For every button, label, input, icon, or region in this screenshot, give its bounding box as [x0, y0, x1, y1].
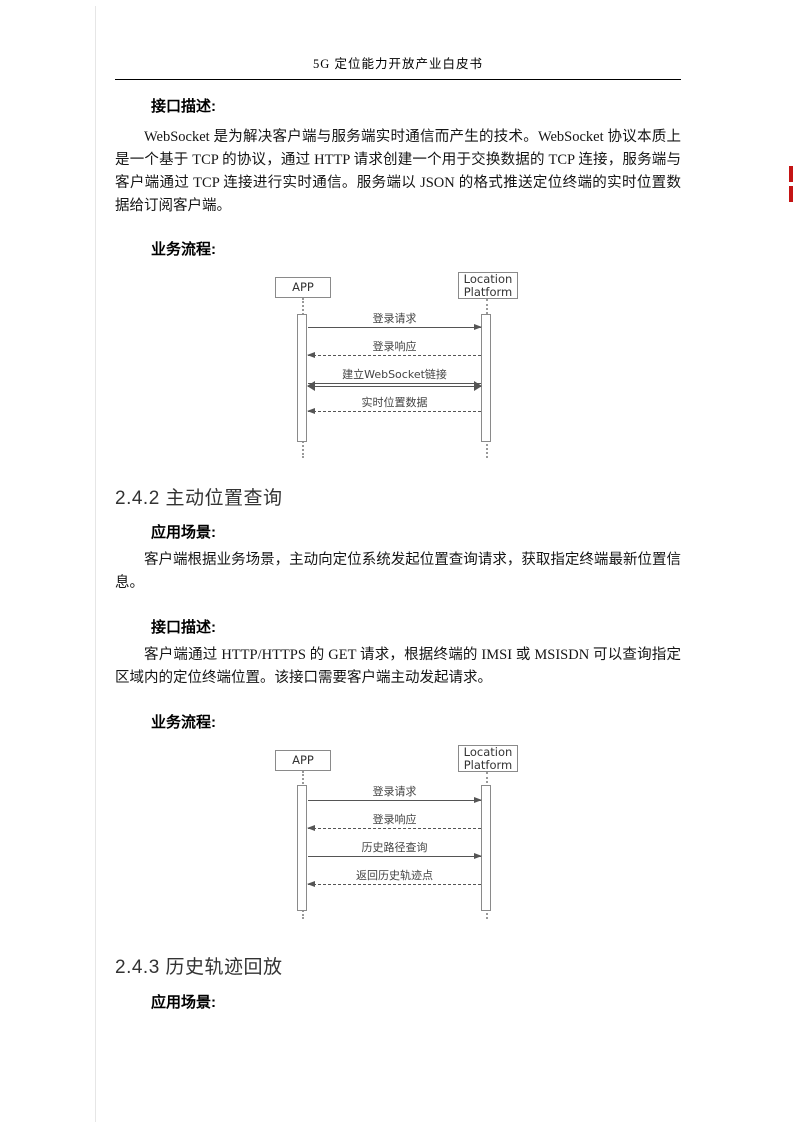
message-login-request: 登录请求	[308, 312, 482, 330]
sequence-diagram-websocket: APP Location Platform 登录请求 登录响应 建立WebSoc…	[115, 268, 681, 463]
message-history-path-query: 历史路径查询	[308, 841, 482, 859]
message-login-response: 登录响应	[307, 340, 481, 358]
arrowhead-left-icon	[307, 352, 315, 358]
message-label: 建立WebSocket链接	[342, 368, 447, 381]
arrowhead-left-icon	[307, 825, 315, 831]
arrowhead-right-icon	[474, 853, 482, 859]
arrowhead-left-icon	[307, 881, 315, 887]
message-label: 登录请求	[372, 785, 417, 798]
message-login-request: 登录请求	[308, 785, 482, 803]
arrow-right-solid	[308, 324, 482, 330]
red-margin-mark	[789, 186, 793, 202]
arrow-left-dashed	[307, 825, 481, 831]
arrowhead-left-icon	[307, 381, 315, 391]
interface-description-label-2: 接口描述:	[151, 619, 216, 636]
activation-bar-app	[297, 785, 307, 911]
activation-bar-platform	[481, 314, 491, 442]
actor-location-platform: Location Platform	[458, 745, 518, 772]
message-label: 登录响应	[372, 813, 417, 826]
section-heading-2-4-3: 2.4.3 历史轨迹回放	[115, 957, 283, 978]
arrow-left-dashed	[307, 352, 481, 358]
arrowhead-right-icon	[474, 381, 482, 391]
interface-description-label-1: 接口描述:	[151, 98, 216, 115]
application-scenario-label-2: 应用场景:	[151, 994, 216, 1011]
scenario-paragraph-242: 客户端根据业务场景，主动向定位系统发起位置查询请求，获取指定终端最新位置信息。	[115, 552, 681, 591]
websocket-paragraph: WebSocket 是为解决客户端与服务端实时通信而产生的技术。WebSocke…	[115, 129, 681, 214]
arrow-bidirectional	[307, 381, 482, 391]
section-heading-2-4-2: 2.4.2 主动位置查询	[115, 488, 283, 509]
arrow-right-solid	[308, 853, 482, 859]
arrow-left-dashed	[307, 408, 481, 414]
business-flow-label-2: 业务流程:	[151, 714, 216, 731]
actor-app: APP	[275, 750, 331, 771]
message-label: 登录请求	[372, 312, 417, 325]
business-flow-label-1: 业务流程:	[151, 241, 216, 258]
message-label: 实时位置数据	[361, 396, 428, 409]
message-websocket-establish: 建立WebSocket链接	[307, 368, 482, 391]
application-scenario-label-1: 应用场景:	[151, 524, 216, 541]
message-label: 返回历史轨迹点	[356, 869, 433, 882]
arrow-right-solid	[308, 797, 482, 803]
actor-app: APP	[275, 277, 331, 298]
page-edge-line	[95, 6, 96, 1122]
activation-bar-platform	[481, 785, 491, 911]
interface-paragraph-242: 客户端通过 HTTP/HTTPS 的 GET 请求，根据终端的 IMSI 或 M…	[115, 647, 681, 686]
message-return-track-points: 返回历史轨迹点	[307, 869, 481, 887]
message-label: 登录响应	[372, 340, 417, 353]
arrowhead-left-icon	[307, 408, 315, 414]
message-label: 历史路径查询	[361, 841, 428, 854]
message-login-response: 登录响应	[307, 813, 481, 831]
running-header: 5G 定位能力开放产业白皮书	[115, 53, 681, 80]
actor-location-platform: Location Platform	[458, 272, 518, 299]
activation-bar-app	[297, 314, 307, 442]
arrow-left-dashed	[307, 881, 481, 887]
arrowhead-right-icon	[474, 324, 482, 330]
document-title: 5G 定位能力开放产业白皮书	[313, 57, 483, 71]
red-margin-mark	[789, 166, 793, 182]
arrowhead-right-icon	[474, 797, 482, 803]
sequence-diagram-query: APP Location Platform 登录请求 登录响应 历史路径查询 返…	[115, 741, 681, 923]
message-realtime-location: 实时位置数据	[307, 396, 481, 414]
